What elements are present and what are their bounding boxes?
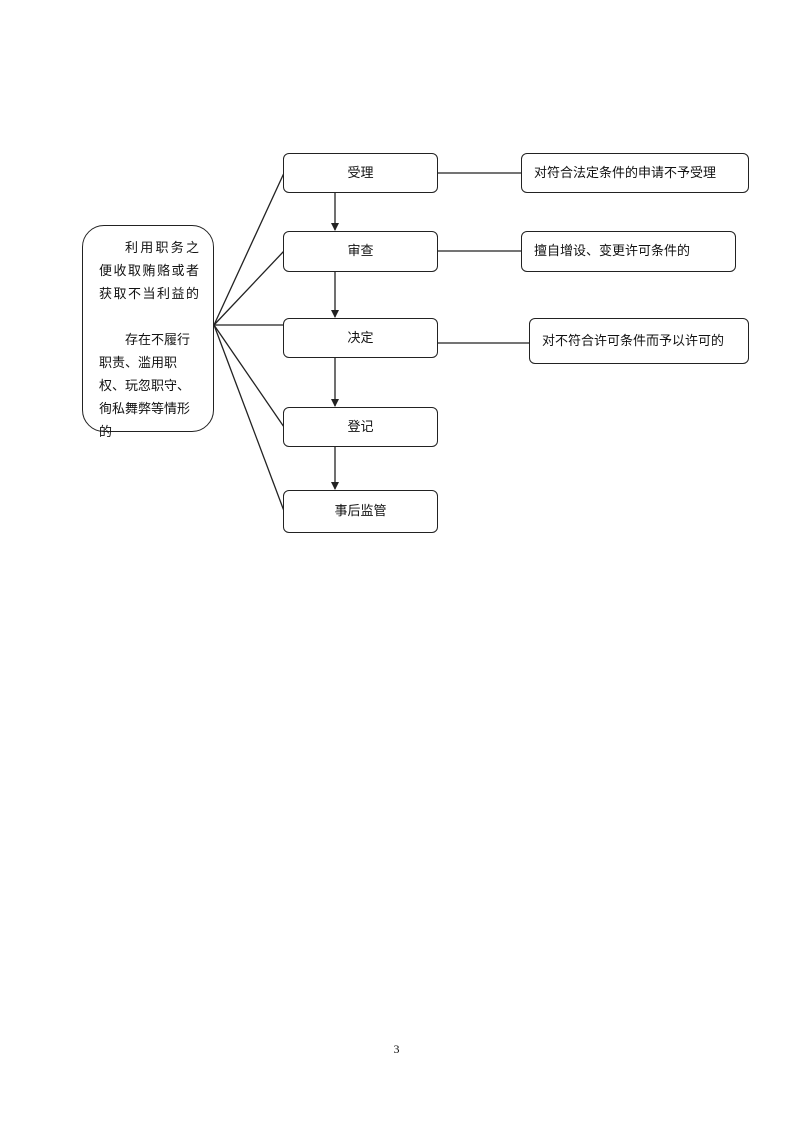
condition-review-box: 擅自增设、变更许可条件的 <box>521 231 736 272</box>
condition-label: 对不符合许可条件而予以许可的 <box>542 333 725 349</box>
fan-line-accept <box>213 172 285 326</box>
page-number: 3 <box>393 1042 400 1056</box>
condition-label: 对符合法定条件的申请不予受理 <box>534 165 717 181</box>
step-review-box: 审查 <box>283 231 438 272</box>
condition-text-dereliction: 存在不履行职责、滥用职权、玩忽职守、徇私舞弊等情形的 <box>99 333 191 440</box>
misconduct-condition-box: 利用职务之便收取贿赂或者获取不当利益的 存在不履行职责、滥用职权、玩忽职守、徇私… <box>82 225 214 440</box>
step-label: 事后监管 <box>334 504 387 519</box>
step-register-box: 登记 <box>283 407 438 447</box>
condition-decide-box: 对不符合许可条件而予以许可的 <box>529 318 749 364</box>
step-label: 登记 <box>347 419 374 435</box>
condition-label: 擅自增设、变更许可条件的 <box>534 244 691 259</box>
step-label: 审查 <box>347 244 374 259</box>
step-label: 决定 <box>347 330 374 346</box>
condition-accept-box: 对符合法定条件的申请不予受理 <box>521 153 749 193</box>
step-label: 受理 <box>347 165 374 181</box>
step-accept-box: 受理 <box>283 153 438 193</box>
fan-line-supervise <box>213 324 285 512</box>
fan-line-review <box>213 250 285 326</box>
condition-text-bribery: 利用职务之便收取贿赂或者获取不当利益的 <box>99 241 199 302</box>
step-supervise-box: 事后监管 <box>283 490 438 533</box>
fan-line-register <box>213 324 285 428</box>
step-decide-box: 决定 <box>283 318 438 358</box>
